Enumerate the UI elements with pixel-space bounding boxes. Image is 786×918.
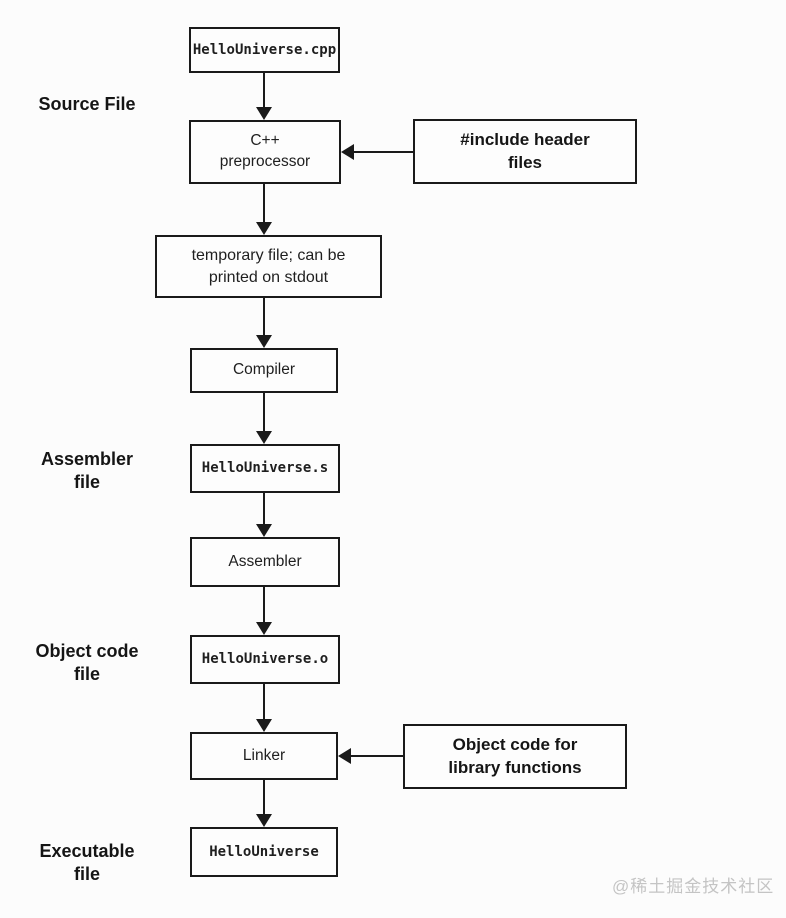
arrow-down-icon <box>256 393 272 444</box>
node-compiler: Compiler <box>190 348 338 393</box>
arrow-down-icon <box>256 587 272 635</box>
arrow-down-icon <box>256 684 272 732</box>
node-object-file: HelloUniverse.o <box>190 635 340 684</box>
node-linker: Linker <box>190 732 338 780</box>
node-source-file: HelloUniverse.cpp <box>189 27 340 73</box>
arrow-down-icon <box>256 184 272 235</box>
callout-object-library: Object code for library functions <box>403 724 627 789</box>
node-temporary-file: temporary file; can be printed on stdout <box>155 235 382 298</box>
node-executable: HelloUniverse <box>190 827 338 877</box>
arrow-left-icon <box>338 748 403 764</box>
callout-include-headers: #include header files <box>413 119 637 184</box>
node-assembly-file: HelloUniverse.s <box>190 444 340 493</box>
arrow-left-icon <box>341 144 413 160</box>
arrow-down-icon <box>256 298 272 348</box>
label-executable-file: Executable file <box>39 841 135 885</box>
label-source-file: Source File <box>38 94 136 114</box>
watermark-text: @稀土掘金技术社区 <box>612 877 775 896</box>
label-object-code-file: Object code file <box>35 641 139 685</box>
label-assembler-file: Assembler file <box>40 449 134 493</box>
arrow-down-icon <box>256 780 272 827</box>
arrow-down-icon <box>256 73 272 120</box>
node-assembler: Assembler <box>190 537 340 587</box>
arrow-down-icon <box>256 493 272 537</box>
node-preprocessor: C++ preprocessor <box>189 120 341 184</box>
